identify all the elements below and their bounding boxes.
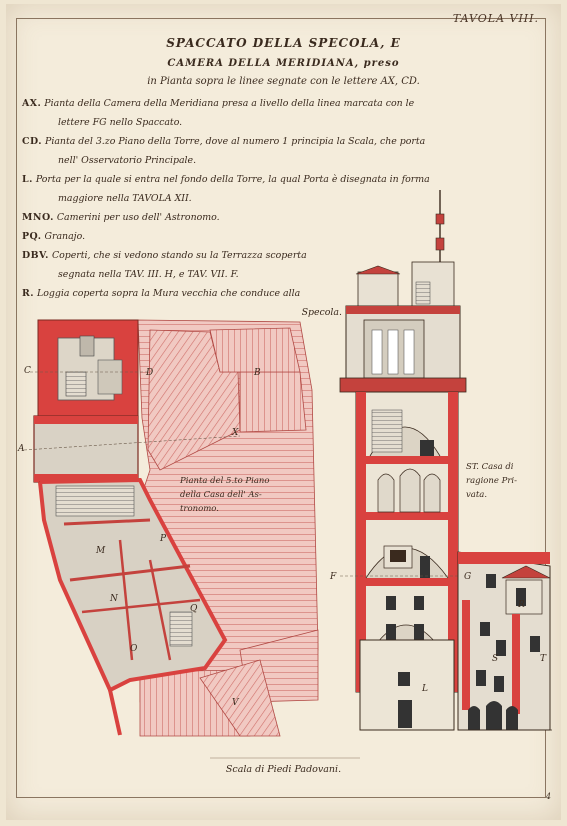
section-label-l: L xyxy=(422,684,428,694)
legend: AX. Pianta della Camera della Meridiana … xyxy=(22,94,542,322)
scale-label: Scala di Piedi Padovani. xyxy=(225,764,342,775)
section-label-t: T xyxy=(540,654,547,664)
legend-entry-cd-cont: nell' Osservatorio Principale. xyxy=(58,155,197,166)
plan-label-v: V xyxy=(232,698,239,708)
section-label-r: R xyxy=(518,600,525,610)
plan-label-x: X xyxy=(232,428,239,438)
legend-entry-l: L. Porta per la quale si entra nel fondo… xyxy=(22,174,430,185)
legend-entry-r: R. Loggia coperta sopra la Mura vecchia … xyxy=(22,288,301,299)
title-line-2: CAMERA DELLA MERIDIANA, preso xyxy=(167,58,400,69)
section-label-s: S xyxy=(492,654,499,664)
plan-label-o: O xyxy=(130,644,138,654)
title-line-3: in Pianta sopra le linee segnate con le … xyxy=(147,76,420,87)
plan-label-a: A xyxy=(18,444,25,454)
plan-label-n: N xyxy=(110,594,118,604)
legend-entry-dbv-cont: segnata nella TAV. III. H, e TAV. VII. F… xyxy=(58,269,239,280)
legend-entry-cd: CD. Pianta del 3.zo Piano della Torre, d… xyxy=(22,136,426,147)
plate-label: TAVOLA VIII. xyxy=(452,12,539,25)
plan-label-m: M xyxy=(96,546,106,556)
plan-label-b: B xyxy=(254,368,261,378)
plan-label-c: C xyxy=(24,366,31,376)
floor-plan xyxy=(23,319,319,737)
tower-section xyxy=(339,190,552,731)
legend-entry-ax-cont: lettere FG nello Spaccato. xyxy=(58,117,183,128)
plan-label-q: Q xyxy=(190,604,198,614)
legend-entry-pq: PQ. Granajo. xyxy=(22,231,86,242)
plan-label-p: P xyxy=(160,534,167,544)
section-label-f: F xyxy=(330,572,337,582)
plan-caption: Pianta del 5.to Piano della Casa dell' A… xyxy=(180,476,270,514)
plan-label-d: D xyxy=(146,368,154,378)
legend-entry-l-cont: maggiore nella TAVOLA XII. xyxy=(58,193,192,204)
page-frame xyxy=(16,18,546,798)
title-line-1: SPACCATO DELLA SPECOLA, E xyxy=(166,36,401,50)
legend-entry-ax: AX. Pianta della Camera della Meridiana … xyxy=(22,98,415,109)
legend-entry-mno: MNO. Camerini per uso dell' Astronomo. xyxy=(22,212,220,223)
section-caption: ST. Casa di ragione Pri- vata. xyxy=(466,462,517,500)
section-label-g: G xyxy=(464,572,472,582)
folio-number: 4 xyxy=(545,792,551,801)
legend-entry-dbv: DBV. Coperti, che si vedono stando su la… xyxy=(22,250,307,261)
legend-entry-r-cont: Specola. xyxy=(301,307,342,318)
